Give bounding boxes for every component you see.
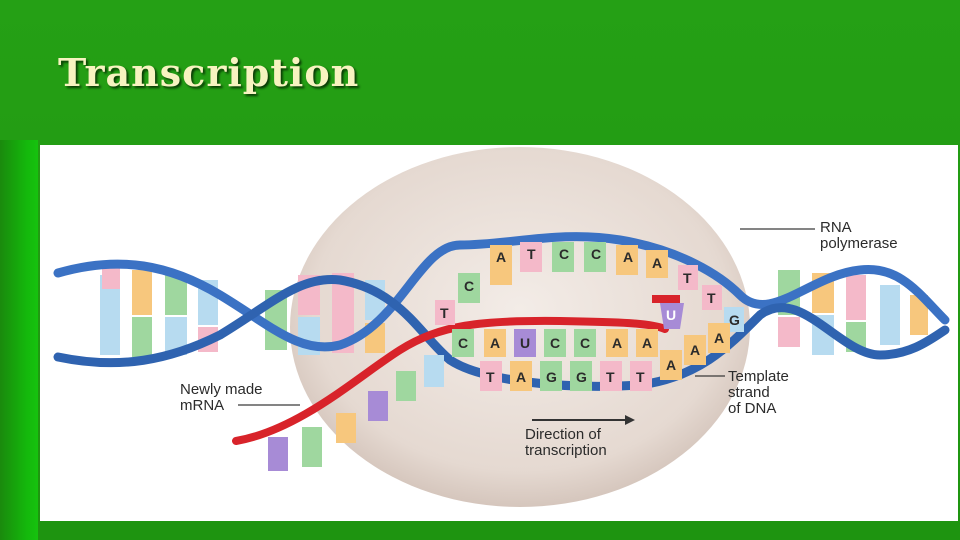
leader-lines: [238, 228, 815, 406]
top-strand-bases: [435, 242, 744, 332]
label-line: polymerase: [820, 235, 898, 252]
base-letter: C: [464, 278, 475, 294]
mrna-bases: [452, 329, 658, 357]
base-letter: A: [496, 249, 507, 265]
label-line: Template: [728, 368, 789, 385]
template-bases: [480, 323, 730, 391]
dna-backbone: [53, 232, 950, 391]
base-letter: T: [486, 369, 495, 385]
base-letter: A: [612, 335, 623, 351]
incoming-base-letter: U: [666, 307, 677, 323]
base-letter: T: [527, 246, 536, 262]
base-letter: A: [666, 357, 677, 373]
base-letter: C: [458, 335, 469, 351]
base-letter: C: [550, 335, 561, 351]
label-direction-of-transcription: Direction of transcription: [525, 427, 607, 459]
mrna-backbone: [232, 316, 669, 445]
base-letter: A: [652, 255, 663, 271]
base-letter: A: [714, 330, 725, 346]
transcription-diagram: A T C C A A C T T T G C A U C C A A U T …: [40, 145, 958, 521]
direction-arrow: [532, 415, 635, 425]
label-line: Direction of: [525, 426, 601, 443]
label-line: mRNA: [180, 397, 225, 414]
mrna-trailing-bases: [268, 355, 444, 471]
base-letter: G: [576, 369, 587, 385]
base-letter: A: [490, 335, 501, 351]
base-letter: U: [520, 335, 531, 351]
base-letter: C: [591, 246, 602, 262]
rna-polymerase-shape: [290, 147, 750, 507]
label-rna-polymerase: RNA polymerase: [820, 220, 898, 252]
label-line: of DNA: [728, 400, 777, 417]
base-letter: T: [683, 270, 692, 286]
base-letter: A: [690, 342, 701, 358]
label-line: RNA: [820, 219, 852, 236]
base-letter: T: [606, 369, 615, 385]
base-letter: T: [440, 305, 449, 321]
base-letter: C: [559, 246, 570, 262]
base-letter: T: [636, 369, 645, 385]
label-newly-made-mrna: Newly made mRNA: [180, 382, 263, 414]
base-letter: G: [546, 369, 557, 385]
label-line: strand: [728, 384, 770, 401]
base-letter: C: [580, 335, 591, 351]
base-letter: A: [642, 335, 653, 351]
base-letter: T: [707, 290, 716, 306]
base-letter: G: [729, 312, 740, 328]
slide-title: Transcription: [58, 50, 360, 95]
incoming-nucleotide: [652, 295, 680, 303]
label-line: transcription: [525, 442, 607, 459]
base-letter: A: [516, 369, 527, 385]
label-line: Newly made: [180, 381, 263, 398]
base-letter: A: [623, 249, 634, 265]
decorative-left-strip: [0, 140, 38, 540]
label-template-strand: Template strand of DNA: [728, 369, 789, 417]
